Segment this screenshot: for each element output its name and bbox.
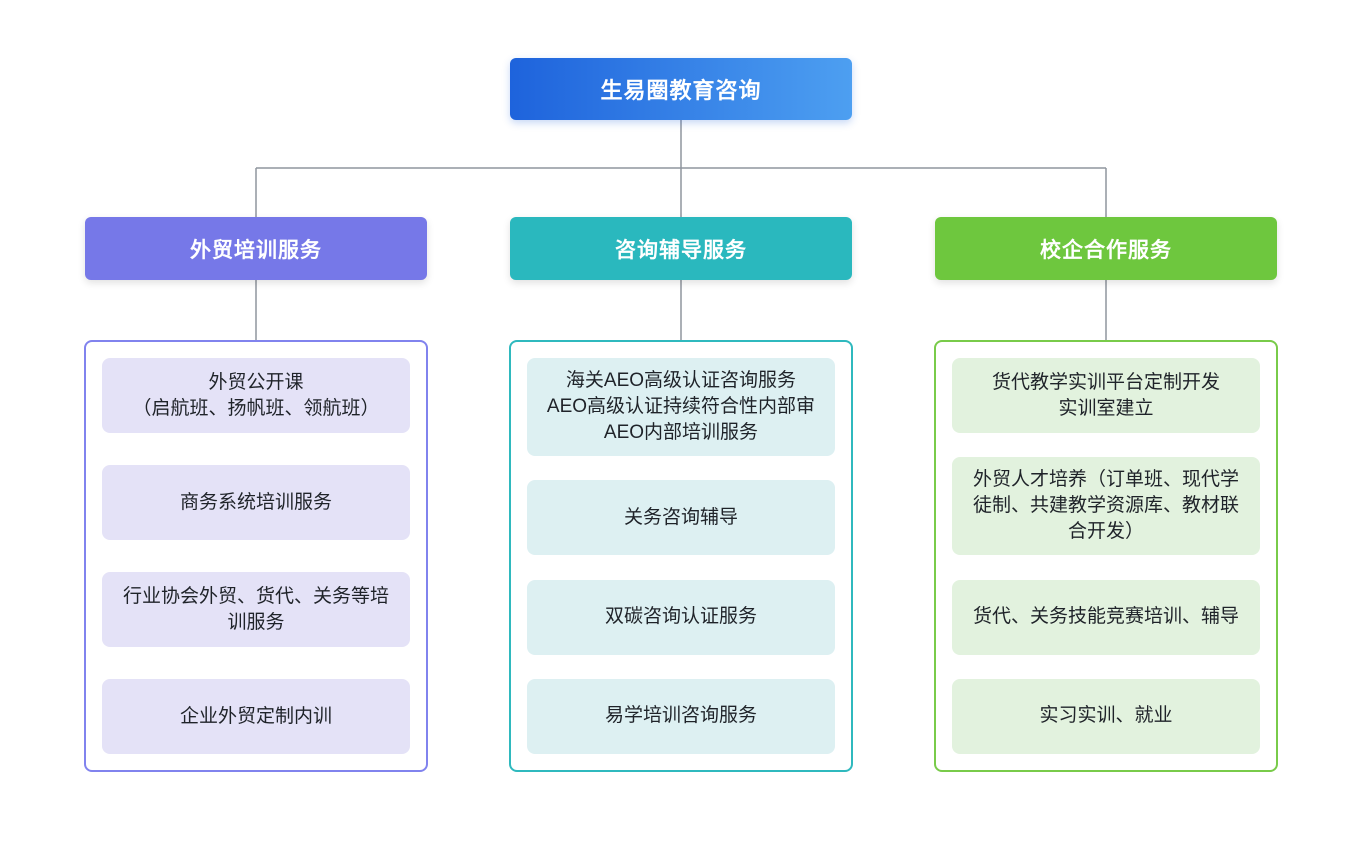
service-item: 海关AEO高级认证咨询服务 AEO高级认证持续符合性内部审 AEO内部培训服务	[527, 358, 835, 456]
branch-header-trade-training: 外贸培训服务	[85, 217, 427, 280]
root-node-label: 生易圈教育咨询	[600, 78, 762, 103]
service-item: 货代、关务技能竞赛培训、辅导	[952, 579, 1260, 655]
branch-header-label: 咨询辅导服务	[615, 238, 747, 262]
service-item: 实习实训、就业	[952, 678, 1260, 754]
root-node: 生易圈教育咨询	[510, 58, 852, 120]
branch-group-trade-training: 外贸公开课 （启航班、扬帆班、领航班） 商务系统培训服务 行业协会外贸、货代、关…	[84, 340, 428, 772]
branch-header-label: 校企合作服务	[1040, 238, 1172, 262]
branch-group-school-enterprise: 货代教学实训平台定制开发 实训室建立 外贸人才培养（订单班、现代学徒制、共建教学…	[934, 340, 1278, 772]
service-item: 行业协会外贸、货代、关务等培训服务	[102, 572, 410, 647]
service-item: 外贸人才培养（订单班、现代学徒制、共建教学资源库、教材联合开发）	[952, 457, 1260, 556]
service-item: 双碳咨询认证服务	[527, 579, 835, 655]
branch-group-consulting-coaching: 海关AEO高级认证咨询服务 AEO高级认证持续符合性内部审 AEO内部培训服务 …	[509, 340, 853, 772]
branch-header-consulting-coaching: 咨询辅导服务	[510, 217, 852, 280]
service-item: 外贸公开课 （启航班、扬帆班、领航班）	[102, 358, 410, 433]
service-item: 商务系统培训服务	[102, 465, 410, 540]
service-item: 企业外贸定制内训	[102, 679, 410, 754]
service-item: 货代教学实训平台定制开发 实训室建立	[952, 358, 1260, 433]
service-item: 关务咨询辅导	[527, 480, 835, 556]
service-item: 易学培训咨询服务	[527, 678, 835, 754]
branch-header-school-enterprise: 校企合作服务	[935, 217, 1277, 280]
branch-header-label: 外贸培训服务	[190, 238, 322, 262]
